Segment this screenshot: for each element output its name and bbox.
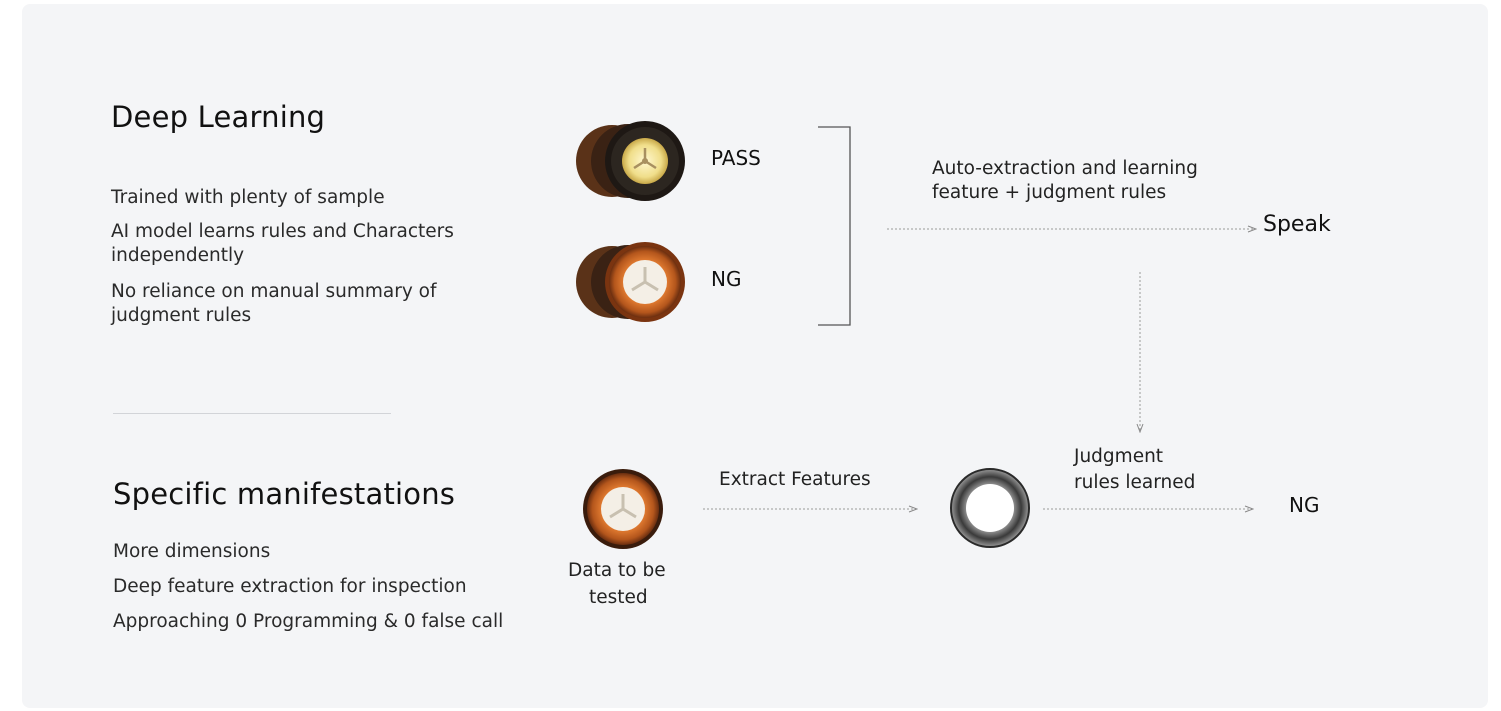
result-ng-label: NG	[1289, 493, 1320, 517]
section1-line-4: No reliance on manual summary of	[111, 281, 437, 302]
group-bracket	[818, 126, 851, 326]
section1-line-3: independently	[111, 245, 245, 266]
section-title-deep-learning: Deep Learning	[111, 100, 326, 134]
auto-extraction-line-2: feature + judgment rules	[932, 182, 1167, 203]
data-to-be-tested-line-2: tested	[589, 587, 648, 608]
judgment-label-line-2: rules learned	[1074, 472, 1196, 493]
pass-component-image	[576, 121, 685, 201]
feature-ring-image	[950, 468, 1030, 548]
section-divider	[113, 413, 391, 414]
ng-label: NG	[711, 267, 742, 291]
diagram-card	[22, 4, 1488, 708]
pass-label: PASS	[711, 146, 761, 170]
auto-extraction-line-1: Auto-extraction and learning	[932, 158, 1198, 179]
judgment-label-line-1: Judgment	[1074, 446, 1164, 467]
section1-line-1: Trained with plenty of sample	[111, 187, 385, 208]
section2-line-3: Approaching 0 Programming & 0 false call	[113, 611, 504, 632]
speak-label: Speak	[1263, 212, 1331, 237]
section1-line-2: AI model learns rules and Characters	[111, 221, 454, 242]
section1-line-5: judgment rules	[111, 305, 252, 326]
test-component-image	[583, 469, 663, 549]
data-to-be-tested-line-1: Data to be	[568, 560, 666, 581]
section-title-specific-manifestations: Specific manifestations	[113, 477, 456, 511]
extract-features-label: Extract Features	[719, 469, 871, 490]
section2-line-2: Deep feature extraction for inspection	[113, 576, 467, 597]
ng-component-image	[576, 242, 685, 322]
section2-line-1: More dimensions	[113, 541, 271, 562]
